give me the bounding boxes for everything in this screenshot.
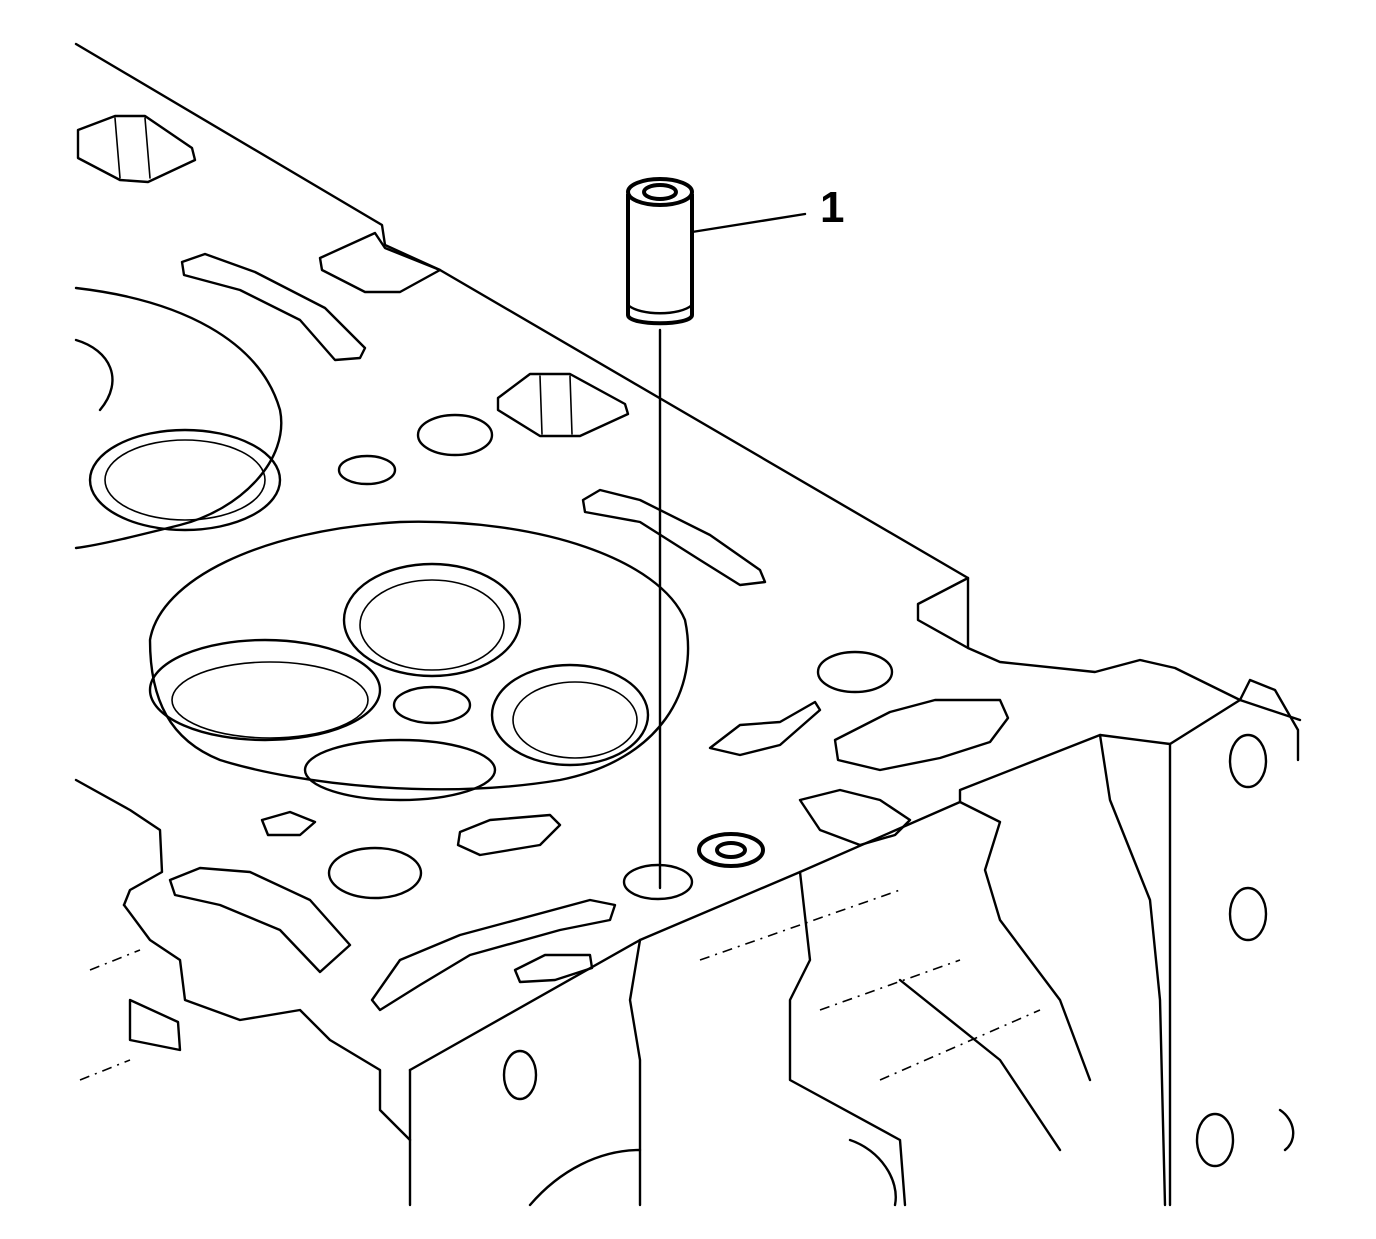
installed-dowel [697, 832, 765, 868]
deck-outline [74, 42, 1302, 1207]
bolt-holes [327, 413, 1268, 1168]
target-dowel-hole [622, 863, 694, 901]
block-structure [79, 733, 1295, 1207]
callout-number: 1 [820, 183, 845, 232]
coolant-passages [76, 114, 1010, 1012]
combustion-chambers [74, 286, 690, 802]
callout-leader-line [690, 212, 807, 234]
locating-dowel-pin [626, 177, 694, 326]
